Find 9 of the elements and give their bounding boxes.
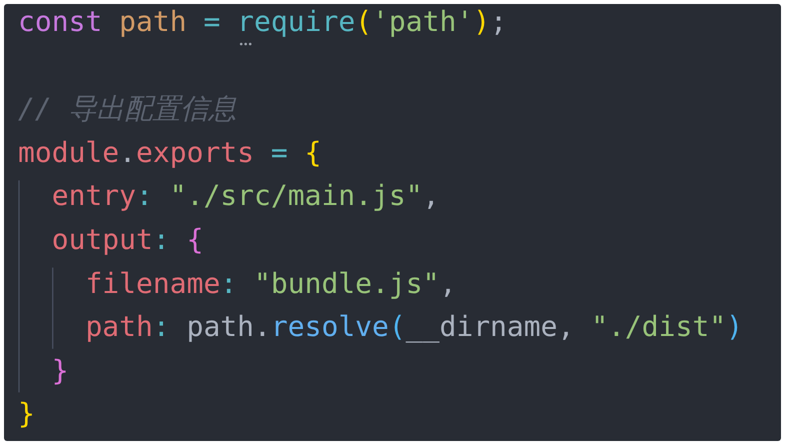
code-line: } bbox=[18, 396, 35, 432]
code-line: path: path.resolve(__dirname, "./dist") bbox=[85, 309, 743, 346]
code-line: // 导出配置信息 bbox=[18, 91, 237, 128]
code-line: entry: "./src/main.js", bbox=[52, 178, 440, 214]
code-line: } bbox=[52, 352, 69, 389]
code-line: const path = require('path'); bbox=[18, 4, 507, 40]
code-line: module.exports = { bbox=[18, 134, 322, 171]
code-line: filename: "bundle.js", bbox=[85, 266, 456, 302]
code-line: output: { bbox=[52, 222, 204, 258]
